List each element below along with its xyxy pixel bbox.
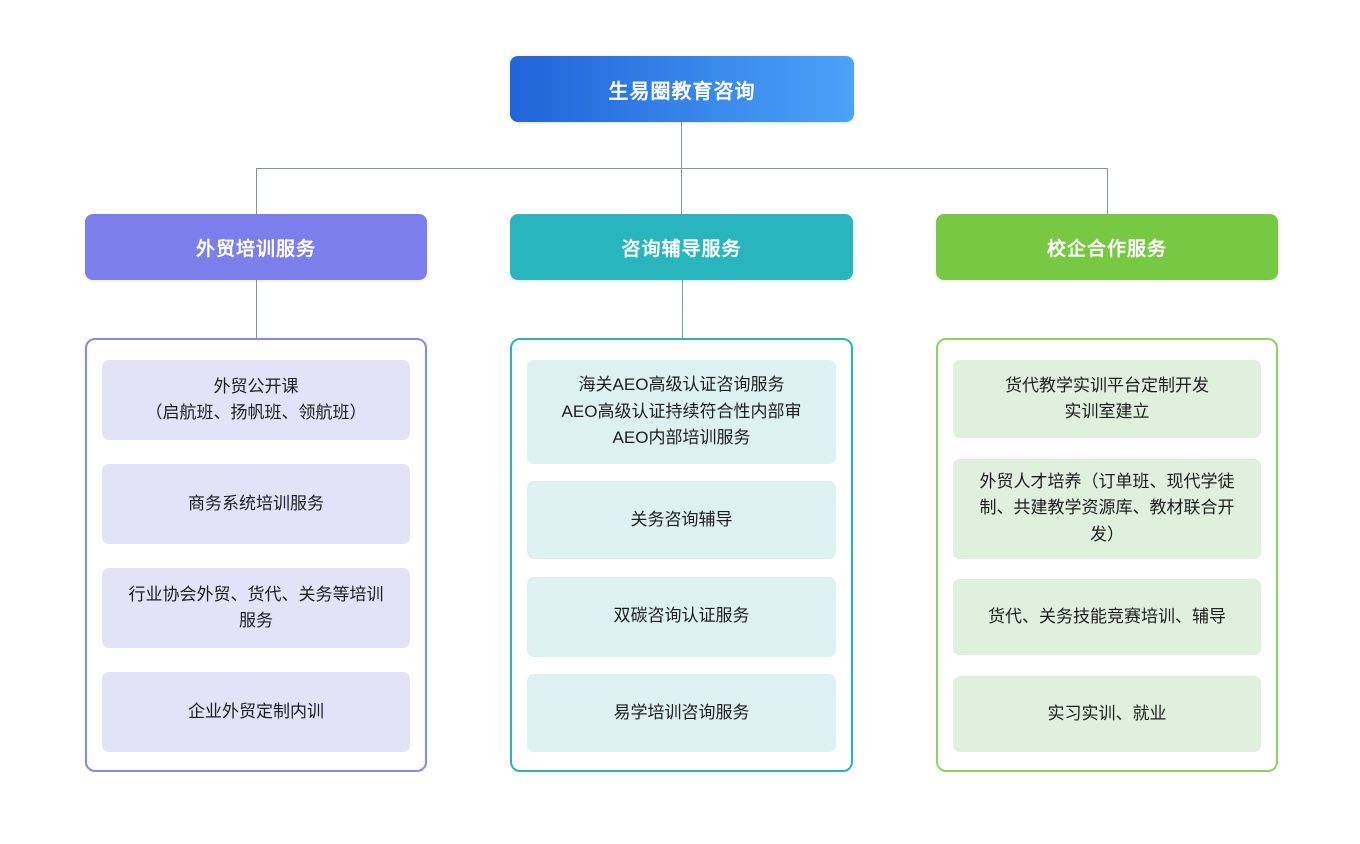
service-item: 行业协会外贸、货代、关务等培训服务	[102, 568, 410, 648]
branch-school-enterprise-body: 货代教学实训平台定制开发 实训室建立 外贸人才培养（订单班、现代学徒制、共建教学…	[936, 338, 1278, 772]
branch-consulting-header: 咨询辅导服务	[510, 214, 853, 280]
branch-school-enterprise-header: 校企合作服务	[936, 214, 1278, 280]
service-item: 易学培训咨询服务	[527, 673, 836, 752]
connector-header-to-body	[681, 280, 683, 338]
service-item: 外贸公开课 （启航班、扬帆班、领航班）	[102, 360, 410, 440]
connector-middle-drop	[681, 168, 682, 214]
service-item: 货代、关务技能竞赛培训、辅导	[953, 579, 1261, 656]
connector-root-vertical	[681, 122, 682, 168]
branch-consulting-body: 海关AEO高级认证咨询服务 AEO高级认证持续符合性内部审 AEO内部培训服务 …	[510, 338, 853, 772]
branch-trade-training: 外贸培训服务 外贸公开课 （启航班、扬帆班、领航班） 商务系统培训服务 行业协会…	[85, 214, 427, 772]
service-item: 海关AEO高级认证咨询服务 AEO高级认证持续符合性内部审 AEO内部培训服务	[527, 360, 836, 464]
branch-header-label: 外贸培训服务	[195, 238, 316, 260]
service-item: 外贸人才培养（订单班、现代学徒制、共建教学资源库、教材联合开发）	[953, 458, 1261, 559]
service-item: 双碳咨询认证服务	[527, 576, 836, 657]
branch-school-enterprise: 校企合作服务 货代教学实训平台定制开发 实训室建立 外贸人才培养（订单班、现代学…	[936, 214, 1278, 772]
root-node: 生易圈教育咨询	[510, 56, 854, 122]
branch-trade-training-header: 外贸培训服务	[85, 214, 427, 280]
service-item: 实习实训、就业	[953, 675, 1261, 752]
connector-horizontal	[256, 168, 1108, 169]
service-item: 关务咨询辅导	[527, 481, 836, 560]
root-node-label: 生易圈教育咨询	[608, 80, 756, 103]
branch-consulting: 咨询辅导服务 海关AEO高级认证咨询服务 AEO高级认证持续符合性内部审 AEO…	[510, 214, 853, 772]
connector-header-to-body	[256, 280, 257, 338]
branch-header-label: 校企合作服务	[1046, 238, 1167, 260]
service-item: 货代教学实训平台定制开发 实训室建立	[953, 360, 1261, 438]
connector-right-drop	[1107, 168, 1108, 214]
service-item: 企业外贸定制内训	[102, 672, 410, 752]
connector-left-drop	[256, 168, 257, 214]
branch-header-label: 咨询辅导服务	[621, 238, 742, 260]
service-item: 商务系统培训服务	[102, 464, 410, 544]
branch-trade-training-body: 外贸公开课 （启航班、扬帆班、领航班） 商务系统培训服务 行业协会外贸、货代、关…	[85, 338, 427, 772]
